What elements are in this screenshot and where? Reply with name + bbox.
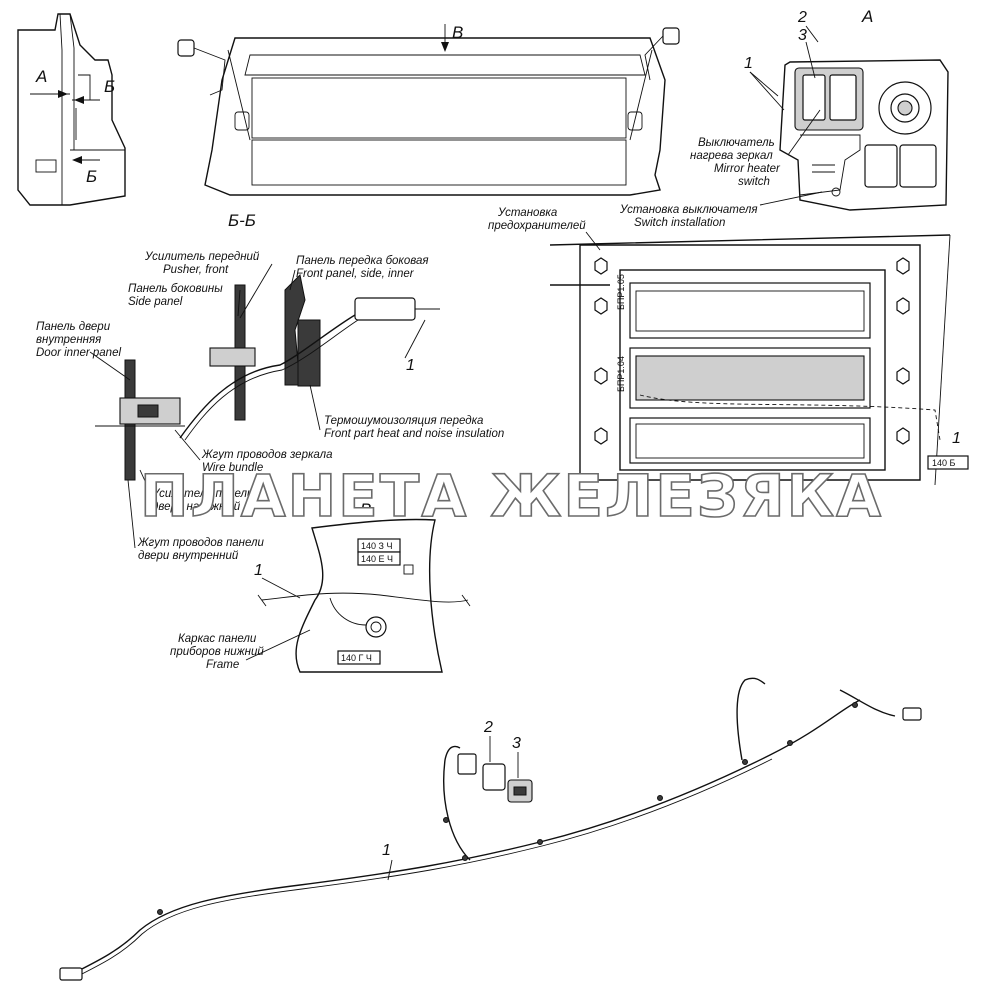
- door-inner-panel-label-1: Панель двери: [36, 321, 111, 333]
- mirror-wire-label-2: Wire bundle: [202, 462, 263, 474]
- pusher-front-label-2: Pusher, front: [163, 264, 229, 276]
- fuse-install-label-2: предохранителей: [488, 220, 586, 232]
- tag-140-z-ch: 140 З Ч: [361, 541, 392, 551]
- tag-140-e-ch: 140 Е Ч: [361, 554, 393, 564]
- harness-callout-2: 2: [483, 719, 493, 736]
- fuse-tag: 140 Б: [932, 458, 956, 468]
- frame-lower-label-1: Каркас панели: [178, 633, 257, 645]
- harness-callout-1: 1: [382, 842, 391, 859]
- front-panel-side-label-1: Панель передка боковая: [296, 255, 429, 267]
- mirror-switch-label-4: switch: [738, 176, 770, 188]
- view-a-callout-3: 3: [798, 27, 807, 44]
- fuse-installation: Установка предохранителей БПР1.05 БПР1.0…: [488, 207, 969, 486]
- fuse-callout-1: 1: [952, 430, 961, 447]
- fuse-block-2-label: БПР1.04: [616, 356, 626, 392]
- door-outer-pusher-label-2: двери наружный: [152, 501, 241, 513]
- tag-140-g-ch: 140 Г Ч: [341, 653, 372, 663]
- section-bb: Б-Б 1 Усилитель передний Pusher, front П…: [36, 211, 504, 562]
- mirror-switch-label-1: Выключатель: [698, 137, 775, 149]
- switch-install-label-2: Switch installation: [634, 217, 725, 229]
- mirror-wire-label-1: Жгут проводов зеркала: [201, 449, 333, 461]
- side-view-b-label-bottom: Б: [86, 167, 97, 186]
- front-view: В: [177, 23, 680, 196]
- view-v-title: В: [360, 500, 371, 519]
- section-title: Б-Б: [228, 211, 256, 230]
- pusher-front-label-1: Усилитель передний: [144, 251, 260, 263]
- door-inner-panel-label-3: Door inner panel: [36, 347, 121, 359]
- fuse-install-label-1: Установка: [497, 207, 557, 219]
- door-inner-wire-label-1: Жгут проводов панели: [137, 537, 265, 549]
- door-outer-pusher-label-1: Усилитель панели: [151, 488, 254, 500]
- fuse-bolts: [594, 257, 910, 445]
- harness-callout-3: 3: [512, 735, 521, 752]
- heat-noise-label-2: Front part heat and noise insulation: [324, 428, 504, 440]
- side-view-a-label: А: [35, 67, 47, 86]
- side-panel-label-2: Side panel: [128, 296, 183, 308]
- frame-lower-label-3: Frame: [206, 659, 239, 671]
- heat-noise-label-1: Термошумоизоляция передка: [324, 415, 483, 427]
- door-inner-panel-label-2: внутренняя: [36, 334, 101, 346]
- wire-harness: 1 2 3: [59, 677, 922, 981]
- front-view-v-label: В: [452, 23, 463, 42]
- mirror-switch-label-3: Mirror heater: [714, 163, 781, 175]
- switch-install-label-1: Установка выключателя: [619, 204, 758, 216]
- view-a-callout-2: 2: [797, 9, 807, 26]
- front-panel-side-label-2: Front panel, side, inner: [296, 268, 415, 280]
- side-view-b-label-top: Б: [104, 77, 115, 96]
- section-callout-1: 1: [406, 357, 415, 374]
- side-view: А Б Б: [17, 13, 126, 206]
- fuse-block-1-label: БПР1.05: [616, 274, 626, 310]
- view-v-callout-1: 1: [254, 562, 263, 579]
- side-panel-label-1: Панель боковины: [128, 283, 223, 295]
- view-v: В 140 З Ч 140 Е Ч 140 Г Ч 1 Каркас панел…: [170, 500, 471, 673]
- frame-lower-label-2: приборов нижний: [170, 646, 264, 658]
- door-inner-wire-label-2: двери внутренний: [138, 550, 239, 562]
- view-a-title: А: [861, 7, 873, 26]
- mirror-switch-label-2: нагрева зеркал: [690, 150, 773, 162]
- view-a-callout-1: 1: [744, 55, 753, 72]
- watermark: ПЛАНЕТА ЖЕЛЕЗЯКА: [140, 462, 883, 530]
- view-a: А 1 2 3 Выключатель нагрева зеркал Mirro…: [619, 7, 949, 229]
